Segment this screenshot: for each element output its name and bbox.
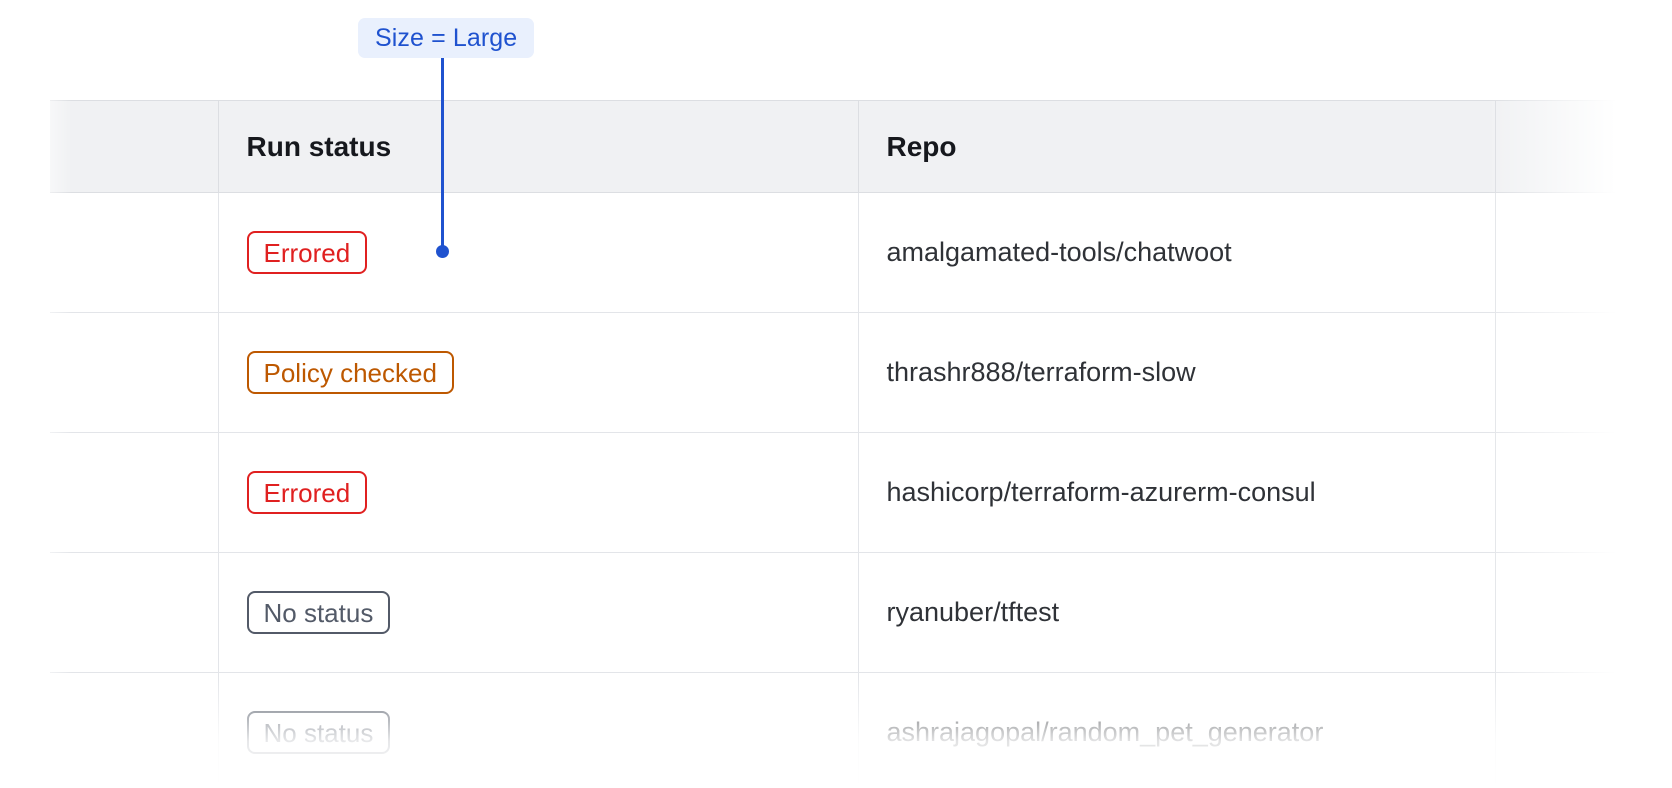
status-badge[interactable]: No status [246, 591, 391, 634]
status-badge[interactable]: Errored [246, 231, 368, 274]
run-status-cell: No status [218, 672, 859, 788]
column-header-run-status[interactable]: Run status [218, 100, 859, 193]
column-header-repo[interactable]: Repo [858, 100, 1496, 193]
row-extra-cell [1495, 312, 1672, 433]
table-header-row: Run status Repo [50, 100, 1672, 193]
row-spacer-cell [50, 552, 219, 673]
status-badge[interactable]: Policy checked [246, 351, 454, 394]
run-status-cell: Policy checked [218, 312, 859, 433]
status-badge[interactable]: Errored [246, 471, 368, 514]
annotation-badge: Size = Large [358, 18, 535, 58]
table-row[interactable]: Policy checked thrashr888/terraform-slow [50, 312, 1672, 433]
repo-cell[interactable]: ryanuber/tftest [858, 552, 1496, 673]
row-extra-cell [1495, 432, 1672, 553]
table-row[interactable]: Errored amalgamated-tools/chatwoot [50, 192, 1672, 313]
repo-cell[interactable]: thrashr888/terraform-slow [858, 312, 1496, 433]
repo-cell[interactable]: hashicorp/terraform-azurerm-consul [858, 432, 1496, 553]
run-status-cell: Errored [218, 192, 859, 313]
status-badge[interactable]: No status [246, 711, 391, 754]
table-row[interactable]: No status ashrajagopal/random_pet_genera… [50, 672, 1672, 788]
table-row[interactable]: Errored hashicorp/terraform-azurerm-cons… [50, 432, 1672, 553]
row-spacer-cell [50, 672, 219, 788]
run-status-cell: Errored [218, 432, 859, 553]
row-extra-cell [1495, 192, 1672, 313]
column-header-extra [1495, 100, 1672, 193]
table-row[interactable]: No status ryanuber/tftest [50, 552, 1672, 673]
run-status-cell: No status [218, 552, 859, 673]
row-spacer-cell [50, 192, 219, 313]
repo-cell[interactable]: amalgamated-tools/chatwoot [858, 192, 1496, 313]
annotation-connector-line [441, 58, 444, 250]
column-header-spacer [50, 100, 219, 193]
annotation-connector-dot [436, 245, 449, 258]
repo-cell[interactable]: ashrajagopal/random_pet_generator [858, 672, 1496, 788]
row-extra-cell [1495, 552, 1672, 673]
row-extra-cell [1495, 672, 1672, 788]
table-viewport: Run status Repo Errored amalgamated-tool… [0, 100, 1672, 788]
table-header: Run status Repo [50, 100, 1672, 193]
row-spacer-cell [50, 432, 219, 553]
row-spacer-cell [50, 312, 219, 433]
runs-table: Run status Repo Errored amalgamated-tool… [50, 100, 1672, 788]
table-body: Errored amalgamated-tools/chatwoot Polic… [50, 192, 1672, 788]
